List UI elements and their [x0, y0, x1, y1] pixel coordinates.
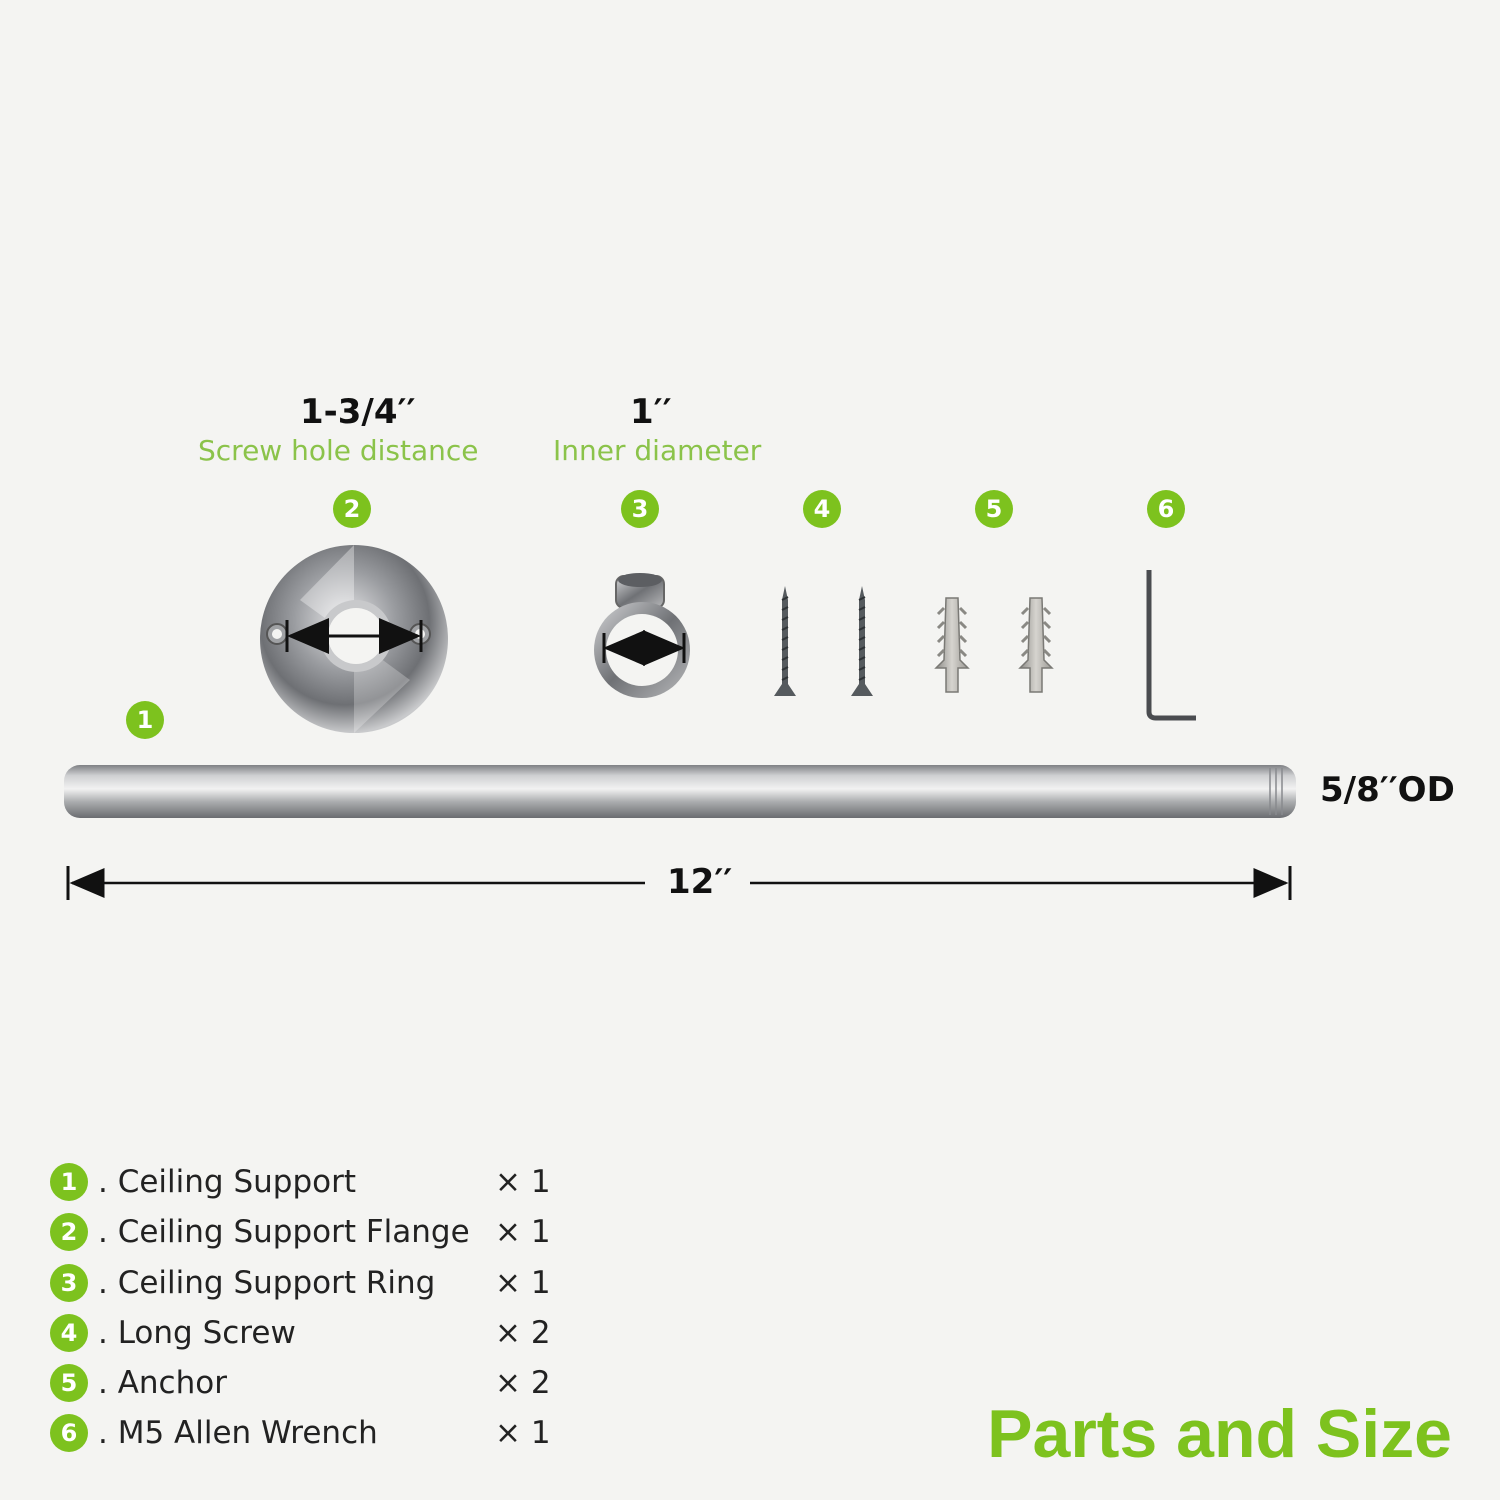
badge-3: 3 — [621, 490, 659, 528]
part-name: . Long Screw — [98, 1315, 296, 1351]
part-name: . M5 Allen Wrench — [98, 1415, 378, 1451]
part-name: . Anchor — [98, 1365, 227, 1401]
part-number-badge: 6 — [50, 1414, 88, 1452]
list-item: 3 . Ceiling Support Ring × 1 — [50, 1261, 570, 1305]
list-item: 6 . M5 Allen Wrench × 1 — [50, 1411, 570, 1455]
part-quantity: × 1 — [495, 1164, 551, 1200]
rod-diameter-value: 5/8′′OD — [1320, 770, 1455, 810]
part-quantity: × 2 — [495, 1365, 551, 1401]
screw-icon — [774, 586, 873, 696]
part-number-badge: 5 — [50, 1364, 88, 1402]
badge-2: 2 — [333, 490, 371, 528]
part-number-badge: 2 — [50, 1213, 88, 1251]
badge-1: 1 — [126, 701, 164, 739]
list-item: 1 . Ceiling Support × 1 — [50, 1160, 570, 1204]
list-item: 5 . Anchor × 2 — [50, 1361, 570, 1405]
part-quantity: × 2 — [495, 1315, 551, 1351]
part-quantity: × 1 — [495, 1265, 551, 1301]
allen-wrench-icon — [1146, 570, 1196, 721]
badge-4: 4 — [803, 490, 841, 528]
part-name: . Ceiling Support — [98, 1164, 356, 1200]
anchor-icon — [934, 597, 1054, 693]
length-dimension-line — [66, 866, 1292, 900]
page-title: Parts and Size — [987, 1396, 1452, 1472]
part-number-badge: 1 — [50, 1163, 88, 1201]
part-name: . Ceiling Support Flange — [98, 1214, 470, 1250]
part-number-badge: 4 — [50, 1314, 88, 1352]
flange-dimension-label: Screw hole distance — [198, 434, 479, 467]
badge-5: 5 — [975, 490, 1013, 528]
badge-6: 6 — [1147, 490, 1185, 528]
flange-dimension-value: 1-3/4′′ — [300, 392, 416, 432]
ring-icon — [594, 573, 690, 698]
flange-icon — [260, 545, 448, 733]
part-quantity: × 1 — [495, 1214, 551, 1250]
part-number-badge: 3 — [50, 1264, 88, 1302]
parts-illustration — [64, 545, 1296, 900]
part-quantity: × 1 — [495, 1415, 551, 1451]
list-item: 2 . Ceiling Support Flange × 1 — [50, 1210, 570, 1254]
ceiling-support-rod-icon — [64, 765, 1296, 818]
rod-length-value: 12′′ — [667, 862, 733, 902]
part-name: . Ceiling Support Ring — [98, 1265, 436, 1301]
list-item: 4 . Long Screw × 2 — [50, 1311, 570, 1355]
ring-dimension-label: Inner diameter — [553, 434, 762, 467]
ring-dimension-value: 1′′ — [630, 392, 672, 432]
